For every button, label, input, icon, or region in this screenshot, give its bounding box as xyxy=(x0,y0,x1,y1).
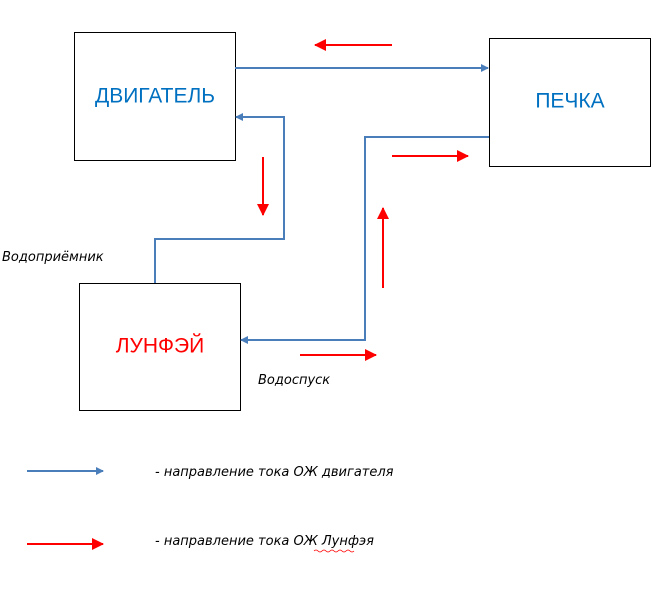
stove-to-heater-line xyxy=(240,136,489,344)
legend-engine-flow: - направление тока ОЖ двигателя xyxy=(155,465,394,480)
heater-label: ЛУНФЭЙ xyxy=(116,334,204,358)
stove-box: ПЕЧКА xyxy=(489,38,651,167)
spellcheck-underline xyxy=(313,549,355,553)
engine-box: ДВИГАТЕЛЬ xyxy=(74,32,236,161)
engine-label: ДВИГАТЕЛЬ xyxy=(95,85,215,108)
stove-label: ПЕЧКА xyxy=(535,90,604,113)
heater-to-engine-line xyxy=(154,113,285,283)
legend-heater-flow: - направление тока ОЖ Лунфэя xyxy=(155,534,374,549)
intake-label: Водоприёмник xyxy=(2,250,104,265)
drain-label: Водоспуск xyxy=(258,373,330,388)
heater-box: ЛУНФЭЙ xyxy=(79,283,241,411)
